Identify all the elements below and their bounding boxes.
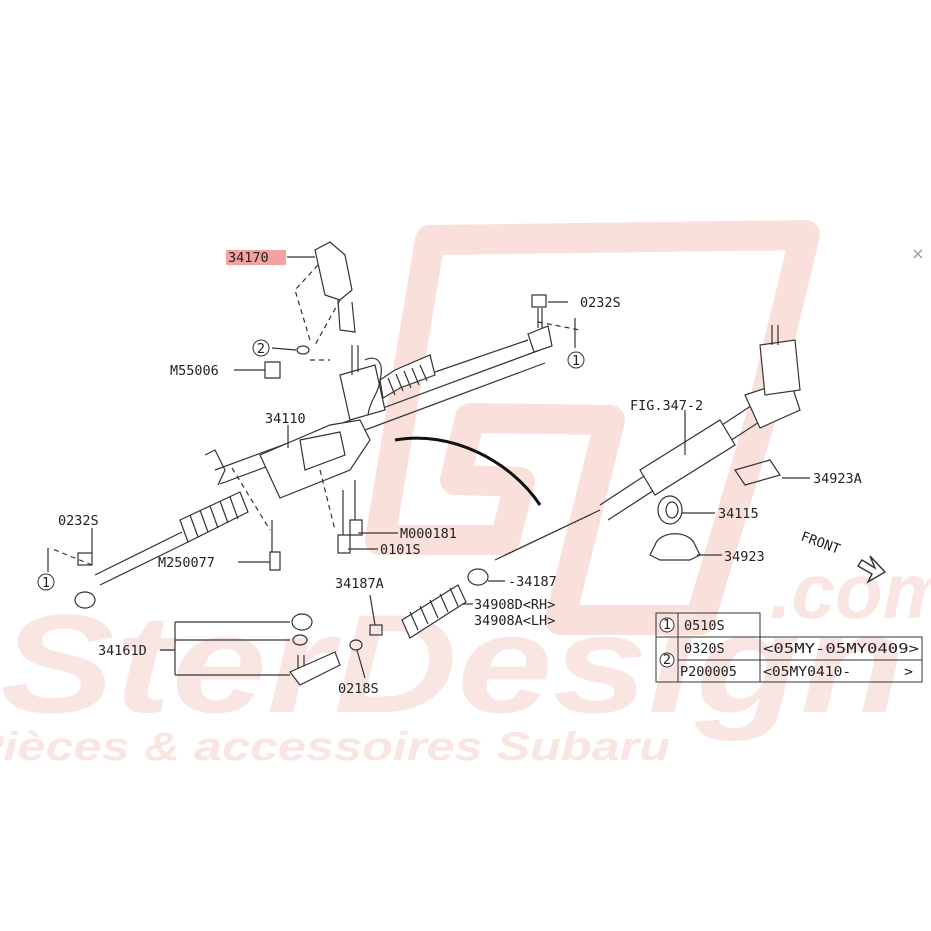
steering-rack-assembly [47,241,887,686]
callouts: 1 1 2 [37,339,585,591]
callout-2-text: 2 [257,341,265,357]
pinion-housing-right [759,339,801,396]
boot-34908 [401,584,467,639]
legend-row-3-part: P200005 [680,664,737,680]
callout-1-top [567,351,585,369]
rack-housing [259,419,371,499]
legend-ref-1-circle [659,617,675,633]
legend-row-1-part: 0510S [684,618,725,634]
label-34923: 34923 [724,549,765,565]
callout-1-top-text: 1 [572,353,580,369]
washer-0218s [349,639,363,651]
legend-row-2-part: 0320S [684,641,725,657]
callout-1-left [37,573,55,591]
legend-table: 1 2 0510S 0320S <05MY-05MY0409> P200005 … [655,612,923,683]
label-fig-347-2: FIG.347-2 [630,398,703,414]
tie-rod-left [94,531,183,576]
label-0218s: 0218S [338,681,379,697]
boot-right [379,354,436,399]
label-m000181: M000181 [400,526,457,542]
label-0101s: 0101S [380,542,421,558]
legend-ref-2-circle [659,652,675,668]
legend-row-3-note: <05MY0410- > [763,664,913,680]
front-arrow-icon [857,555,887,584]
tie-rod-end-34161d [289,613,341,686]
bolt-m55006 [264,361,281,379]
label-34908d: 34908D<RH> [474,597,555,613]
bushing-34115-inner [665,501,679,519]
label-m55006: M55006 [170,363,219,379]
clamp-34187 [467,568,489,586]
bracket-left [204,449,226,486]
bushing-34115 [657,495,683,525]
clamp-34923 [649,533,701,561]
label-34923a: 34923A [813,471,862,487]
legend-ref-2: 2 [663,652,671,668]
legend-grid [655,612,923,683]
watermark-tagline: Pièces & accessoires Subaru [0,725,670,769]
callout-2 [252,339,270,357]
label-34170: 34170 [228,250,269,266]
close-icon[interactable]: × [911,244,925,263]
label-34110: 34110 [265,411,306,427]
guide-lines [49,264,581,566]
label-34908a: 34908A<LH> [474,613,555,629]
legend-row-2-note: <05MY-05MY0409> [763,641,919,657]
washer-2 [296,345,310,355]
label-34187: -34187 [508,574,557,590]
nut-0232s-left [77,552,93,566]
pinion-shaft [351,345,359,375]
label-0232s-left: 0232S [58,513,99,529]
tie-rod-stud-right [537,308,543,328]
part-34170-highlight [226,250,286,265]
bolt-0101s [337,490,351,554]
legend-ref-1: 1 [663,617,671,633]
label-34187a: 34187A [335,576,384,592]
brand-watermark: SterDesign .com Pièces & accessoires Sub… [0,220,931,769]
bracket-34923a [734,459,781,486]
nut-0232s-top [531,294,547,308]
universal-joint-34170 [314,241,356,333]
tie-rod-left-2 [99,541,189,586]
pinion-housing [339,364,386,421]
bracket-34161d [160,621,290,676]
assembly-arrow [394,436,542,506]
label-0232s-top: 0232S [580,295,621,311]
part-labels: 34170 M55006 0232S 34110 FIG.347-2 34923… [58,250,862,697]
bolt-m250077 [269,520,281,571]
watermark-brand-suffix: .com [770,547,931,635]
label-34115: 34115 [718,506,759,522]
leader-lines [47,256,810,679]
bolt-m000181 [349,480,363,536]
callout-1-left-text: 1 [42,575,50,591]
pinion-shaft-right [771,325,779,345]
label-m250077: M250077 [158,555,215,571]
label-34161d: 34161D [98,643,147,659]
rack-housing-detail [299,431,346,471]
clip-34187a [369,624,383,636]
tie-rod-end-left [74,591,96,609]
rack-housing-right [639,419,736,496]
tie-rod-right [434,339,529,373]
tie-rod-end-right [527,325,553,353]
boot-left [179,491,249,543]
